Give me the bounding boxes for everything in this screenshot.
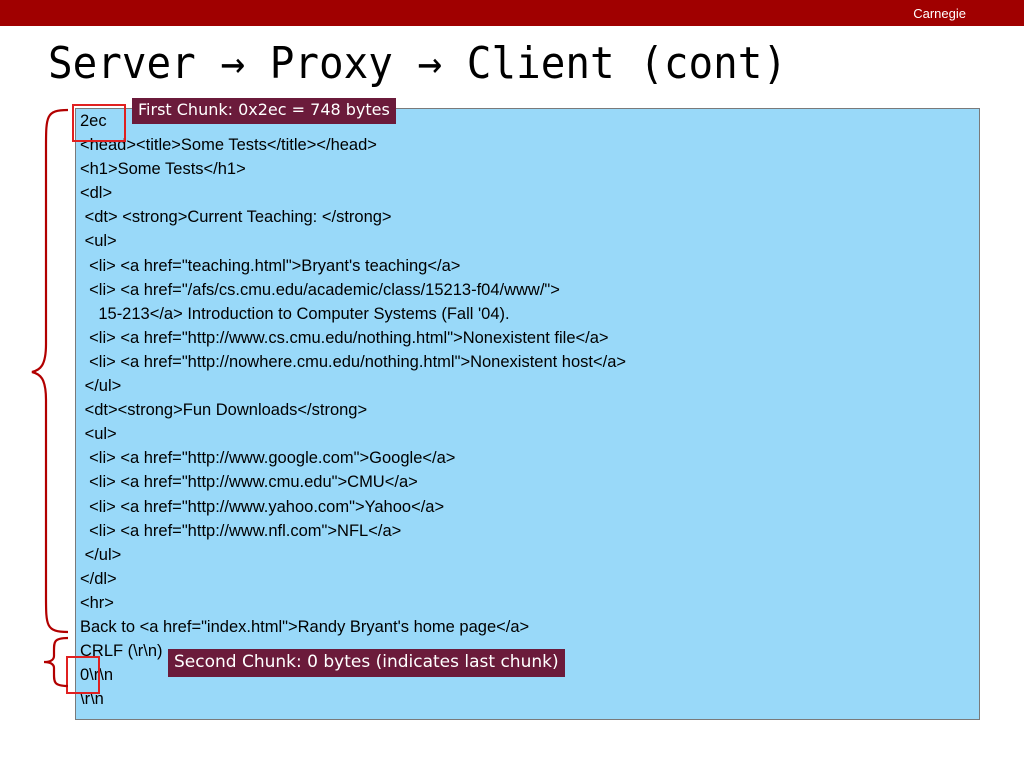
code-line: <li> <a href="http://www.google.com">Goo… (80, 449, 456, 468)
code-line: <li> <a href="http://www.nfl.com">NFL</a… (80, 521, 402, 540)
second-chunk-brace-icon (43, 636, 69, 688)
chunk-size-highlight-first (72, 104, 126, 142)
first-chunk-callout: First Chunk: 0x2ec = 748 bytes (132, 98, 396, 124)
slide-title: Server → Proxy → Client (cont) (48, 38, 788, 89)
chunk-size-highlight-second (66, 656, 100, 694)
brand-label: Carnegie (913, 6, 966, 21)
code-line: </dl> (80, 569, 117, 588)
code-line: 15-213</a> Introduction to Computer Syst… (80, 304, 510, 323)
code-line: <dt><strong>Fun Downloads</strong> (80, 401, 368, 420)
code-line: 2ec (80, 112, 107, 130)
code-line: </ul> (80, 545, 122, 564)
code-line: <h1>Some Tests</h1> (80, 160, 246, 179)
second-chunk-callout: Second Chunk: 0 bytes (indicates last ch… (168, 649, 565, 677)
code-line: <dt> <strong>Current Teaching: </strong> (80, 208, 392, 227)
code-line: \r\n (80, 690, 104, 709)
code-panel (75, 108, 980, 720)
code-line: <ul> (80, 232, 117, 251)
code-line: <li> <a href="/afs/cs.cmu.edu/academic/c… (80, 280, 560, 299)
code-line: <head><title>Some Tests</title></head> (80, 136, 377, 155)
code-line: CRLF (\r\n) (80, 642, 163, 661)
code-line: <dl> (80, 184, 113, 203)
code-line: 0\r\n (80, 666, 114, 685)
top-bar (0, 0, 1024, 26)
code-line: <li> <a href="teaching.html">Bryant's te… (80, 256, 461, 275)
code-line: Back to <a href="index.html">Randy Bryan… (80, 617, 530, 636)
code-line: <li> <a href="http://www.cs.cmu.edu/noth… (80, 328, 609, 347)
code-line: <ul> (80, 425, 117, 444)
code-line: <li> <a href="http://www.cmu.edu">CMU</a… (80, 473, 418, 492)
code-line: <li> <a href="http://nowhere.cmu.edu/not… (80, 352, 627, 371)
code-line: </ul> (80, 377, 122, 396)
first-chunk-brace-icon (31, 108, 69, 634)
code-line: <hr> (80, 593, 114, 612)
http-response-body: 2ec <head><title>Some Tests</title></hea… (80, 109, 970, 711)
code-line: <li> <a href="http://www.yahoo.com">Yaho… (80, 497, 445, 516)
